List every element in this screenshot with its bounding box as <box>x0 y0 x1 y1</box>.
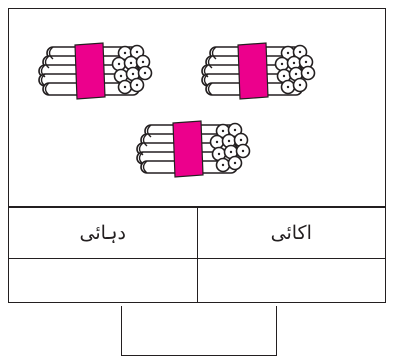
bundle-of-ten-sticks-icon <box>192 39 322 103</box>
total-answer-box[interactable] <box>121 306 277 356</box>
bundles-picture-area <box>9 9 385 206</box>
ones-header-cell: اکائی <box>197 207 385 259</box>
tens-label: دہائی <box>9 211 197 255</box>
place-value-table: دہائی اکائی <box>9 206 385 303</box>
bundle-of-ten-sticks-icon <box>127 117 257 181</box>
table-answer-row <box>9 259 385 304</box>
tens-header-cell: دہائی <box>9 207 197 259</box>
ones-label: اکائی <box>198 211 386 255</box>
tens-answer-cell[interactable] <box>9 259 197 304</box>
place-value-frame: دہائی اکائی <box>8 8 386 303</box>
bundle-of-ten-sticks-icon <box>29 39 159 103</box>
ones-answer-cell[interactable] <box>197 259 385 304</box>
table-header-row: دہائی اکائی <box>9 207 385 259</box>
